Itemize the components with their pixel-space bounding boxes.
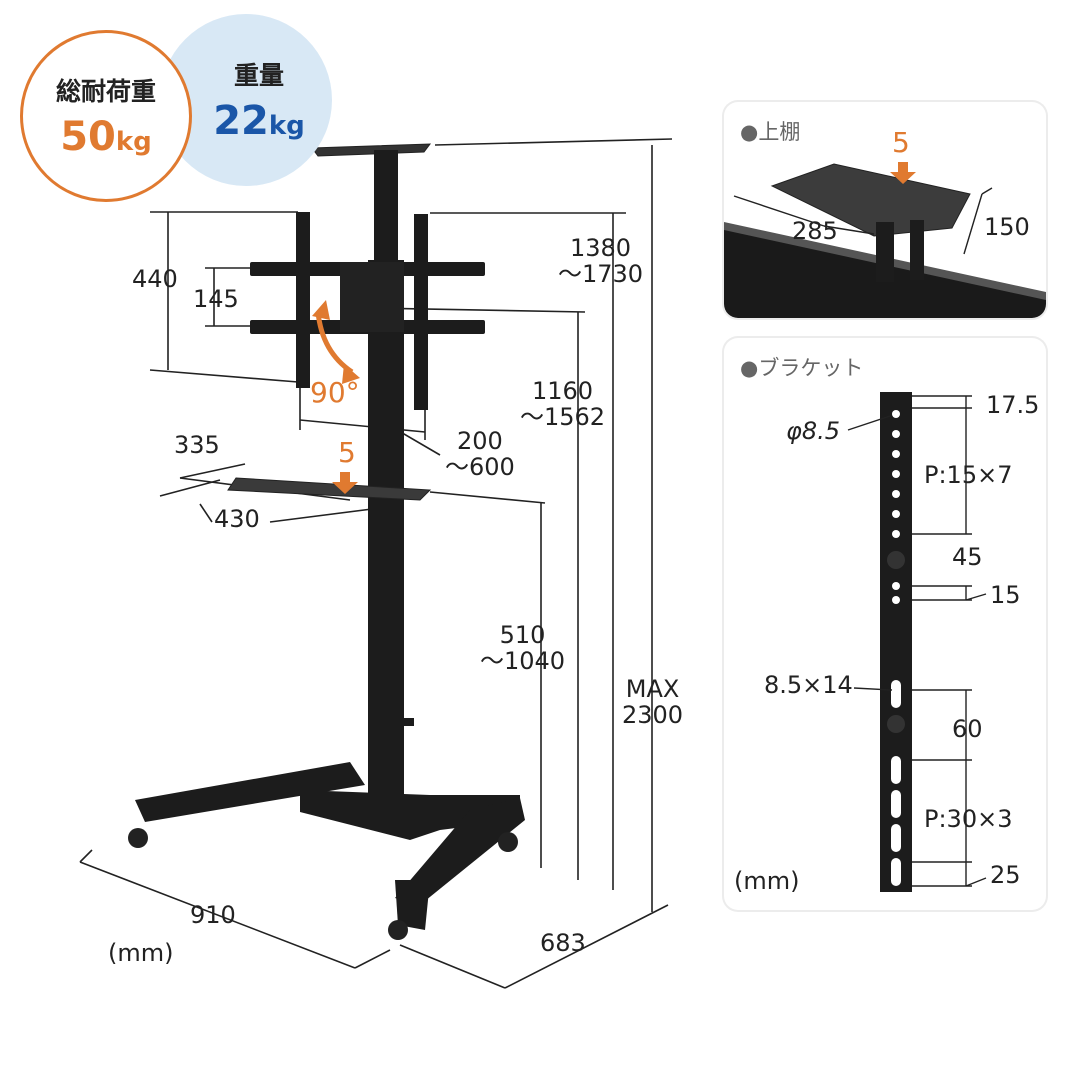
bracket-illustration — [847, 392, 987, 892]
bracket-hole: φ8.5 — [786, 417, 840, 445]
bracket-inner-dim: 145 — [193, 285, 239, 313]
load-capacity-badge: 総耐荷重 50kg — [20, 30, 192, 202]
base-width-dim: 910 — [190, 901, 236, 929]
bracket-slot: 8.5×14 — [764, 671, 853, 699]
bracket-height-dim: 440 — [132, 265, 178, 293]
bracket-gap2: 60 — [952, 715, 983, 743]
tv-stand-illustration — [79, 138, 673, 989]
shelf-load-dim: 5 — [338, 436, 356, 469]
bracket-panel: ●ブラケット φ8.5 17.5 P:15×7 45 15 8.5×14 60 … — [724, 338, 1046, 910]
bracket-unit: (mm) — [734, 867, 800, 895]
bracket-top: 17.5 — [986, 391, 1040, 419]
top-height-dim: 1380 〜1730 — [558, 234, 644, 289]
top-shelf-width: 285 — [792, 217, 838, 245]
shelf-width-dim: 430 — [214, 505, 260, 533]
bracket-pitch1: P:15×7 — [924, 461, 1013, 489]
bracket-width-dim: 200 〜600 — [445, 427, 515, 482]
top-shelf-illustration — [724, 162, 1046, 318]
rotation-dim: 90° — [310, 376, 360, 409]
bracket-bottom: 25 — [990, 861, 1021, 889]
top-shelf-panel: ●上棚 5 285 150 — [724, 102, 1046, 318]
bracket-pitch2: P:30×3 — [924, 805, 1013, 833]
weight-label: 重量 — [233, 61, 284, 90]
shelf-depth-dim: 335 — [174, 431, 220, 459]
top-shelf-title: ●上棚 — [740, 120, 801, 144]
load-capacity-value: 50kg — [60, 114, 152, 160]
shelf-height-dim: 510 〜1040 — [480, 621, 566, 676]
bracket-gap1: 45 — [952, 543, 983, 571]
max-height-dim: MAX 2300 — [622, 675, 684, 730]
top-shelf-depth: 150 — [984, 213, 1030, 241]
base-depth-dim: 683 — [540, 929, 586, 957]
load-capacity-label: 総耐荷重 — [55, 77, 156, 106]
main-unit-label: (mm) — [108, 939, 174, 967]
top-shelf-load: 5 — [892, 126, 910, 159]
bracket-small: 15 — [990, 581, 1021, 609]
weight-value: 22kg — [213, 98, 305, 144]
bracket-title: ●ブラケット — [740, 356, 864, 380]
mount-height-dim: 1160 〜1562 — [520, 377, 606, 432]
